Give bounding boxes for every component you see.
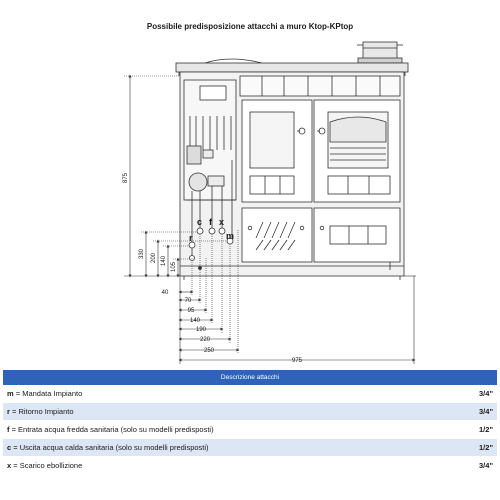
internal-plumbing: [186, 116, 236, 258]
legend-code: c: [7, 443, 12, 452]
legend-value: 1/2": [449, 420, 497, 439]
legend-code: m: [7, 389, 14, 398]
legend-desc: = Entrata acqua fredda sanitaria (solo s…: [9, 425, 214, 434]
label-c: c: [197, 217, 202, 227]
legend-row: x = Scarico ebollizione 3/4": [3, 456, 497, 475]
dim-95: 95: [188, 308, 195, 314]
legend-desc: = Mandata Impianto: [13, 389, 83, 398]
label-r: r: [189, 233, 193, 243]
dim-875: 875: [123, 172, 129, 183]
legend-code: x: [7, 461, 12, 470]
legend-code: f: [7, 425, 10, 434]
dim-190: 190: [196, 327, 207, 333]
legend-desc: = Scarico ebollizione: [11, 461, 83, 470]
stove-outline: [175, 41, 409, 280]
dim-105: 105: [171, 261, 177, 272]
label-m: m: [226, 231, 234, 241]
dim-250: 250: [204, 348, 215, 354]
legend-value: 3/4": [449, 456, 497, 475]
dim-140: 140: [161, 255, 167, 266]
legend-desc: = Ritorno Impianto: [9, 407, 74, 416]
legend-value: 1/2": [449, 438, 497, 457]
vertical-dimensions: [124, 74, 227, 278]
connection-r: [188, 241, 196, 249]
legend-header: Descrizione attacchi: [3, 370, 497, 385]
legend-value: 3/4": [449, 385, 497, 403]
stove-technical-drawing: c f x r m 875 330 200 140 105: [123, 41, 416, 364]
connection-f: [208, 227, 216, 235]
connection-x: [218, 227, 226, 235]
horizontal-dimensions: [178, 230, 416, 364]
legend-code: r: [7, 407, 10, 416]
connections-legend-table: Descrizione attacchi m = Mandata Impiant…: [3, 370, 497, 475]
dim-220: 220: [200, 337, 211, 343]
connection-c: [196, 227, 204, 235]
dim-70: 70: [185, 298, 192, 304]
diagram-title: Possibile predisposizione attacchi a mur…: [146, 22, 354, 31]
legend-row: f = Entrata acqua fredda sanitaria (solo…: [3, 420, 497, 439]
label-x: x: [219, 217, 224, 227]
dim-140h: 140: [190, 318, 201, 324]
label-f: f: [209, 217, 213, 227]
legend-desc: = Uscita acqua calda sanitaria (solo su …: [11, 443, 209, 452]
dim-200: 200: [151, 252, 157, 263]
legend-row: m = Mandata Impianto 3/4": [3, 385, 497, 403]
connection-points: [188, 227, 234, 270]
top-panel-grid: [239, 75, 401, 97]
legend-row: c = Uscita acqua calda sanitaria (solo s…: [3, 438, 497, 457]
dim-40: 40: [162, 290, 169, 296]
dim-330: 330: [139, 248, 145, 259]
dim-975: 975: [292, 358, 303, 364]
legend-row: r = Ritorno Impianto 3/4": [3, 402, 497, 421]
legend-value: 3/4": [449, 402, 497, 421]
